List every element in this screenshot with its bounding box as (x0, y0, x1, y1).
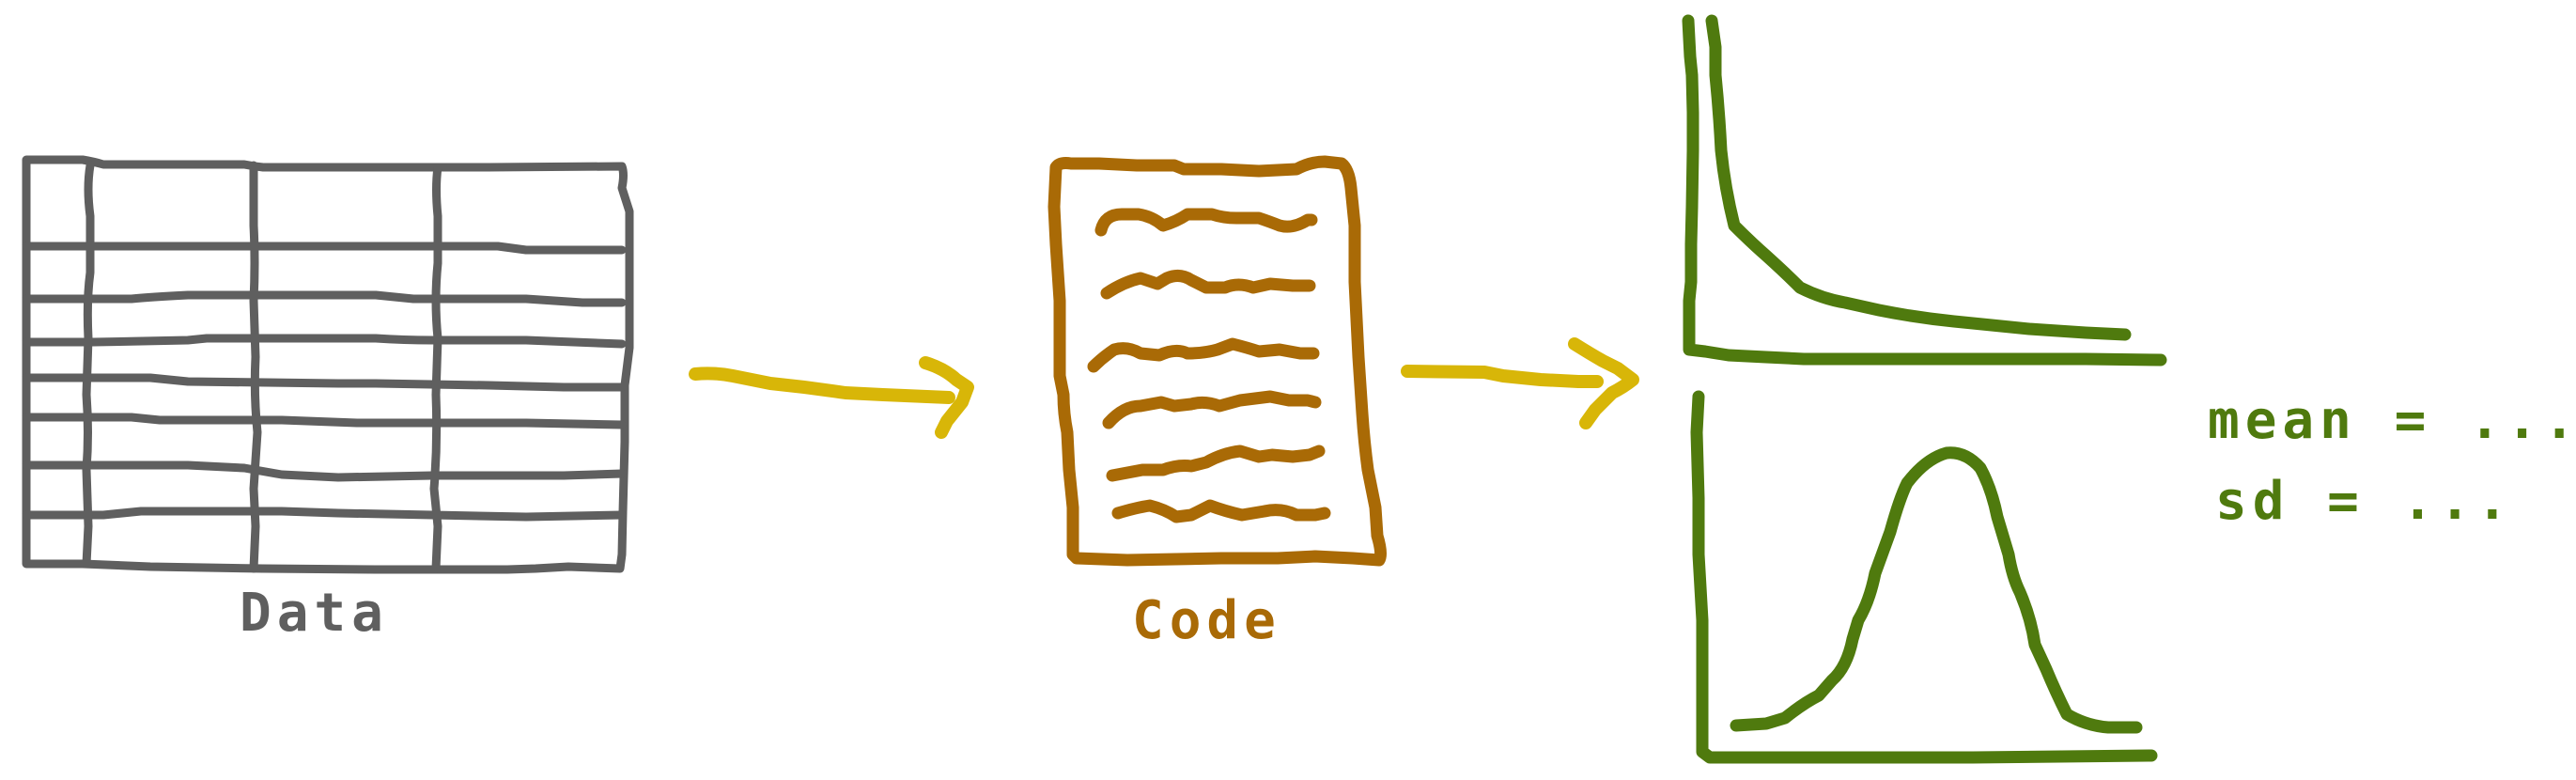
code-document-icon (1047, 155, 1388, 567)
sd-label: sd = ... (2215, 471, 2514, 532)
bell-curve-plot-icon (1690, 390, 2158, 764)
decay-curve-plot-icon (1682, 14, 2167, 367)
arrow-icon (1401, 337, 1639, 429)
arrow-icon (689, 356, 974, 439)
data-table-icon (22, 155, 634, 574)
data-label: Data (240, 583, 389, 644)
mean-label: mean = ... (2208, 390, 2576, 451)
code-label: Code (1132, 590, 1281, 651)
